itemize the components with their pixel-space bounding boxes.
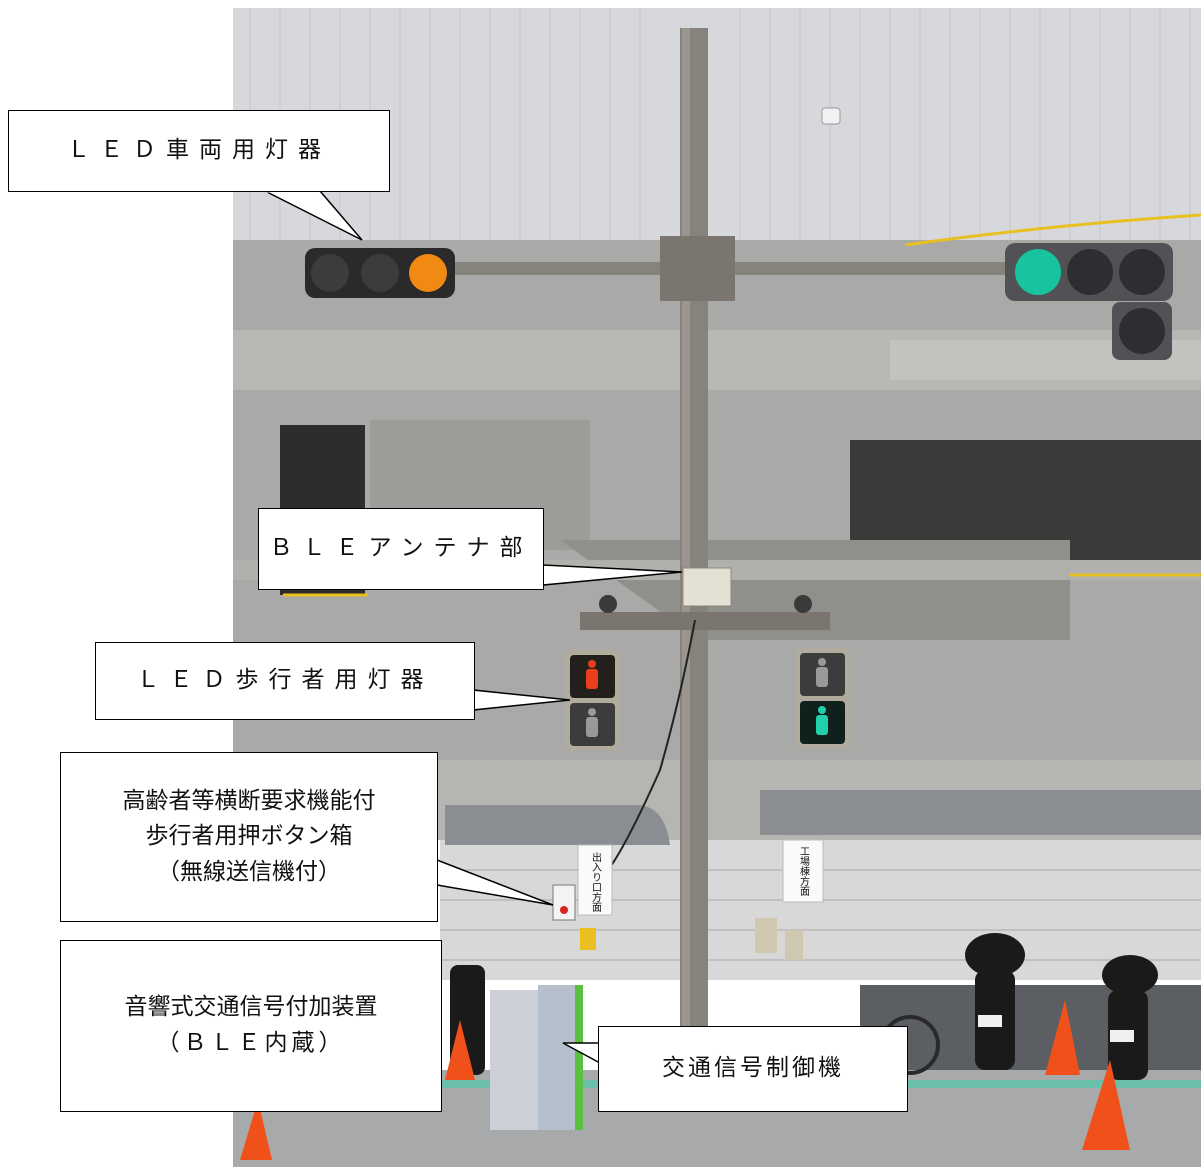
callout-controller-text: 交通信号制御機: [662, 1055, 844, 1082]
left-arm: [440, 262, 685, 275]
callout-pedestrian-signal-text: ＬＥＤ歩行者用灯器: [136, 667, 434, 694]
callout-ble-antenna: ＢＬＥアンテナ部: [258, 508, 544, 590]
ble-antenna-box: [682, 567, 732, 607]
pedestrian-signal-left: [565, 650, 620, 750]
callout-vehicle-signal-text: ＬＥＤ車両用灯器: [67, 137, 331, 164]
callout-push-button-line3: （無線送信機付）: [157, 858, 341, 885]
vehicle-signal-right: [1005, 243, 1173, 360]
yellow-button: [580, 928, 596, 950]
callout-pedestrian-signal: ＬＥＤ歩行者用灯器: [95, 642, 475, 720]
sign-right-text: 工場棟方面: [798, 846, 810, 897]
push-button-box: [552, 884, 576, 921]
speaker-left: [599, 595, 617, 613]
amber-lamp: [409, 254, 447, 292]
callout-push-button: 高齢者等横断要求機能付 歩行者用押ボタン箱 （無線送信機付）: [60, 752, 438, 922]
callout-push-button-line1: 高齢者等横断要求機能付: [122, 787, 376, 814]
callout-audio-device-line2: （ＢＬＥ内蔵）: [156, 1030, 346, 1056]
speaker-right: [794, 595, 812, 613]
yellow-railing: [283, 213, 1201, 597]
shelter-roof-right: [760, 790, 1201, 835]
callout-vehicle-signal: ＬＥＤ車両用灯器: [8, 110, 390, 192]
callout-push-button-line2: 歩行者用押ボタン箱: [145, 823, 353, 850]
vehicle-signal-left: [305, 248, 455, 298]
callout-audio-device-line1: 音響式交通信号付加装置: [124, 994, 378, 1021]
wall-light: [821, 107, 841, 125]
callout-controller: 交通信号制御機: [598, 1026, 908, 1112]
green-lamp: [1015, 249, 1061, 295]
callout-audio-device: 音響式交通信号付加装置 （ＢＬＥ内蔵）: [60, 940, 442, 1112]
callout-ble-antenna-text: ＢＬＥアンテナ部: [269, 535, 533, 562]
traffic-cones: [240, 1000, 1130, 1160]
signal-cable: [599, 619, 696, 881]
sign-left-text: 出入り口方面: [590, 851, 602, 913]
audio-device-cabinet: [490, 990, 540, 1130]
sign-left: [577, 844, 613, 916]
sign-right: [782, 839, 824, 903]
right-arm: [705, 262, 1010, 275]
pedestrian-signal-right: [795, 648, 850, 748]
shelter-roof-left: [445, 805, 670, 845]
